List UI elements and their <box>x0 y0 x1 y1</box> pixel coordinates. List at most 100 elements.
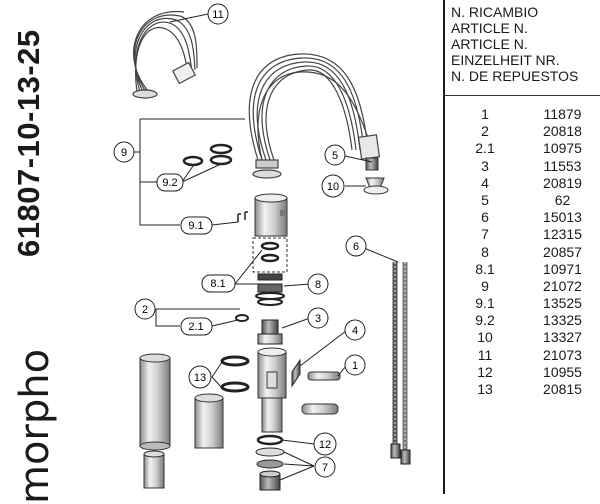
svg-text:3: 3 <box>315 313 321 325</box>
item-number: 5 <box>481 191 489 208</box>
part-7-nuts <box>255 447 285 491</box>
part-13-tubes <box>139 353 224 489</box>
header-line: N. DE REPUESTOS <box>451 68 579 84</box>
table-divider <box>443 0 445 494</box>
header-line: ARTICLE N. <box>451 36 528 52</box>
part-2-1-oring <box>235 314 249 322</box>
item-number: 8 <box>481 243 489 260</box>
part-5-nipple <box>365 157 379 171</box>
part-6-flex-hoses <box>390 262 411 465</box>
part-code: 20819 <box>543 174 582 191</box>
callout-1: 1 <box>344 354 366 376</box>
item-number: 7 <box>481 226 489 243</box>
table-row: 10 13327 <box>445 329 600 346</box>
svg-text:7: 7 <box>322 462 328 474</box>
part-code: 13525 <box>543 295 582 312</box>
item-number: 2 <box>481 123 489 140</box>
table-row: 7 12315 <box>445 226 600 243</box>
part-8-cartridge-rings <box>255 273 285 306</box>
item-number: 9.1 <box>475 295 495 312</box>
table-row: 8 20857 <box>445 244 600 261</box>
callout-3: 3 <box>307 307 329 329</box>
part-11-small-spout <box>132 10 198 99</box>
svg-text:8.1: 8.1 <box>210 278 225 290</box>
header-line: N. RICAMBIO <box>451 4 539 20</box>
part-13-rings <box>220 355 250 393</box>
part-4-lever <box>291 358 301 388</box>
part-9-large-spout <box>248 53 381 179</box>
leader-lines <box>134 13 399 481</box>
valve-body-lower <box>257 347 287 433</box>
item-number: 6 <box>481 209 489 226</box>
item-number: 3 <box>481 157 489 174</box>
item-number: 8.1 <box>475 260 495 277</box>
part-code: 13327 <box>543 329 582 346</box>
svg-text:10: 10 <box>327 181 339 193</box>
callout-8-1: 8.1 <box>201 274 236 293</box>
table-row: 9.2 13325 <box>445 312 600 329</box>
item-number: 4 <box>481 174 489 191</box>
table-row: 8.1 10971 <box>445 261 600 278</box>
part-1-pin <box>307 371 341 381</box>
svg-text:1: 1 <box>352 360 358 372</box>
part-code: 10971 <box>543 260 582 277</box>
svg-text:2: 2 <box>142 304 148 316</box>
parts-table-header: N. RICAMBIO ARTICLE N. ARTICLE N. EINZEL… <box>451 4 599 84</box>
part-code: 20815 <box>543 381 582 397</box>
svg-text:9: 9 <box>121 147 127 159</box>
callout-12: 12 <box>313 432 337 456</box>
item-number: 13 <box>477 381 493 397</box>
pin-lower <box>301 403 339 415</box>
item-number: 11 <box>477 346 493 363</box>
part-code: 10975 <box>543 140 582 157</box>
header-line: EINZELHEIT NR. <box>451 52 560 68</box>
item-number: 9 <box>481 277 489 294</box>
callout-11: 11 <box>207 3 229 25</box>
callout-13: 13 <box>188 365 212 389</box>
table-row: 6 15013 <box>445 209 600 226</box>
svg-text:4: 4 <box>352 325 358 337</box>
callout-6: 6 <box>345 235 367 257</box>
svg-text:9.2: 9.2 <box>162 177 177 189</box>
part-code: 13325 <box>543 312 582 329</box>
item-number: 2.1 <box>475 140 495 157</box>
svg-text:8: 8 <box>315 279 321 291</box>
callout-5: 5 <box>324 144 346 166</box>
svg-text:11: 11 <box>212 9 223 21</box>
part-code: 10955 <box>543 363 582 380</box>
callout-2-1: 2.1 <box>180 317 213 336</box>
callout-8: 8 <box>307 273 329 295</box>
callout-10: 10 <box>321 174 345 198</box>
part-10-aerator <box>363 177 389 195</box>
callout-4: 4 <box>344 319 366 341</box>
item-number: 10 <box>477 329 493 346</box>
table-row: 9.1 13525 <box>445 295 600 312</box>
part-code: 15013 <box>543 209 582 226</box>
item-number: 9.2 <box>475 312 495 329</box>
svg-text:12: 12 <box>319 439 331 451</box>
svg-text:2.1: 2.1 <box>188 321 203 333</box>
table-row: 2.1 10975 <box>445 140 600 157</box>
part-code: 11879 <box>543 106 582 122</box>
part-code: 20857 <box>543 243 582 260</box>
cartridge-outline <box>252 237 288 273</box>
callout-7: 7 <box>314 456 336 478</box>
table-row: 13 20815 <box>445 381 600 398</box>
part-code: 11553 <box>543 157 582 174</box>
item-number: 1 <box>481 106 489 122</box>
part-9-2-orings <box>182 143 233 167</box>
table-row: 4 20819 <box>445 175 600 192</box>
part-8-1-seals <box>260 241 280 263</box>
header-line: ARTICLE N. <box>451 20 528 36</box>
callout-9-2: 9.2 <box>156 173 184 192</box>
svg-text:9.1: 9.1 <box>188 220 203 232</box>
part-code: 12315 <box>543 226 582 243</box>
part-9-1-screws <box>237 211 248 222</box>
table-row: 3 11553 <box>445 158 600 175</box>
